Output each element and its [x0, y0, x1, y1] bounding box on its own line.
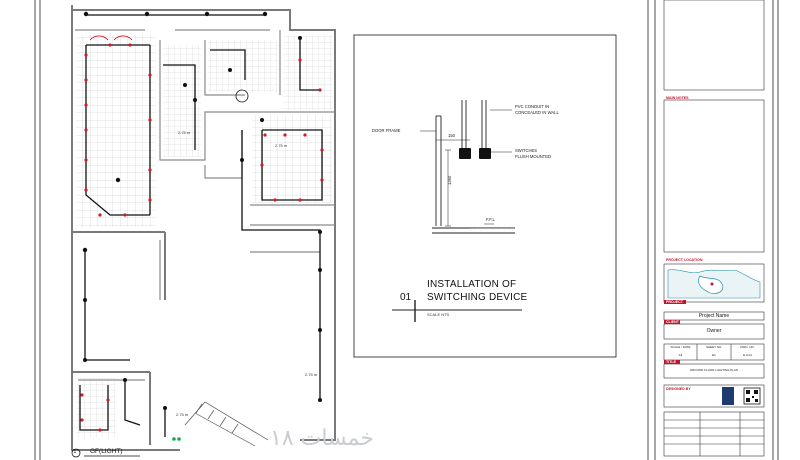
detail-number: 01 [400, 292, 412, 303]
fixture-note: 2.75 m [178, 130, 191, 135]
info-value-scale: A3 [678, 353, 683, 357]
dim-horizontal: 150 [448, 133, 455, 138]
label-switches-line1: SWITCHES [515, 148, 538, 153]
project-name: Project Name [698, 313, 730, 319]
door-swings [89, 35, 133, 41]
info-header-sheet: SHEET NO. [705, 345, 723, 349]
plan-title: GF(LIGHT) [90, 448, 123, 455]
title-block [663, 0, 765, 457]
detail-frame [353, 34, 617, 358]
fixture-symbol [235, 89, 249, 103]
label-conduit-line2: CONCEALED IN WALL [515, 110, 559, 115]
info-header-dwg: DWG. NO. [740, 345, 755, 349]
section-notes: MAIN NOTES [666, 96, 689, 100]
fixture-note: 2.75 m [305, 372, 318, 377]
switch-boxes [459, 148, 491, 159]
view-marker-circle [71, 448, 81, 458]
sheet-border [34, 0, 779, 460]
sheet-title: GROUND FLOOR LIGHTING PLAN [689, 368, 739, 372]
company-logo [722, 387, 734, 405]
qr-code [743, 387, 761, 405]
switch-points [82, 11, 322, 410]
light-points [80, 43, 324, 432]
floor-plan [71, 5, 336, 458]
label-door-frame: DOOR FRAME [372, 128, 401, 133]
label-switches-line2: FLUSH MOUNTED [515, 154, 552, 159]
section-title: TITLE [666, 360, 676, 364]
title-block-red-tabs [664, 300, 686, 364]
view-number: 1 [73, 449, 77, 455]
wiring [79, 14, 323, 437]
section-project: PROJECT [666, 300, 683, 304]
exit-marker [172, 437, 181, 441]
dim-vertical: 1350 [447, 175, 452, 185]
section-client: CLIENT [666, 320, 679, 324]
watermark: خمسات ١٨ [270, 426, 374, 451]
info-value-dwg: E-0.01 [743, 353, 752, 357]
detail-title-line1: INSTALLATION OF [427, 279, 517, 290]
info-value-sheet: E1 [712, 353, 716, 357]
floor-hatch [470, 225, 515, 233]
fixture-note: 2.75 m [176, 412, 189, 417]
detail-title-line2: SWITCHING DEVICE [427, 292, 528, 303]
detail-scale: SCALE NTS [427, 312, 450, 317]
info-header-scale: SCALE / DATE [670, 345, 691, 349]
staircase [184, 401, 269, 447]
section-location: PROJECT LOCATION [666, 258, 703, 262]
client-name: Owner [706, 328, 722, 334]
ffl-label: F.F.L [486, 217, 495, 222]
location-map [667, 269, 761, 299]
fixture-note: 2.75 m [275, 143, 288, 148]
label-conduit-line1: PVC CONDUIT IN [515, 104, 550, 109]
section-designer: DESIGNED BY [666, 387, 691, 391]
